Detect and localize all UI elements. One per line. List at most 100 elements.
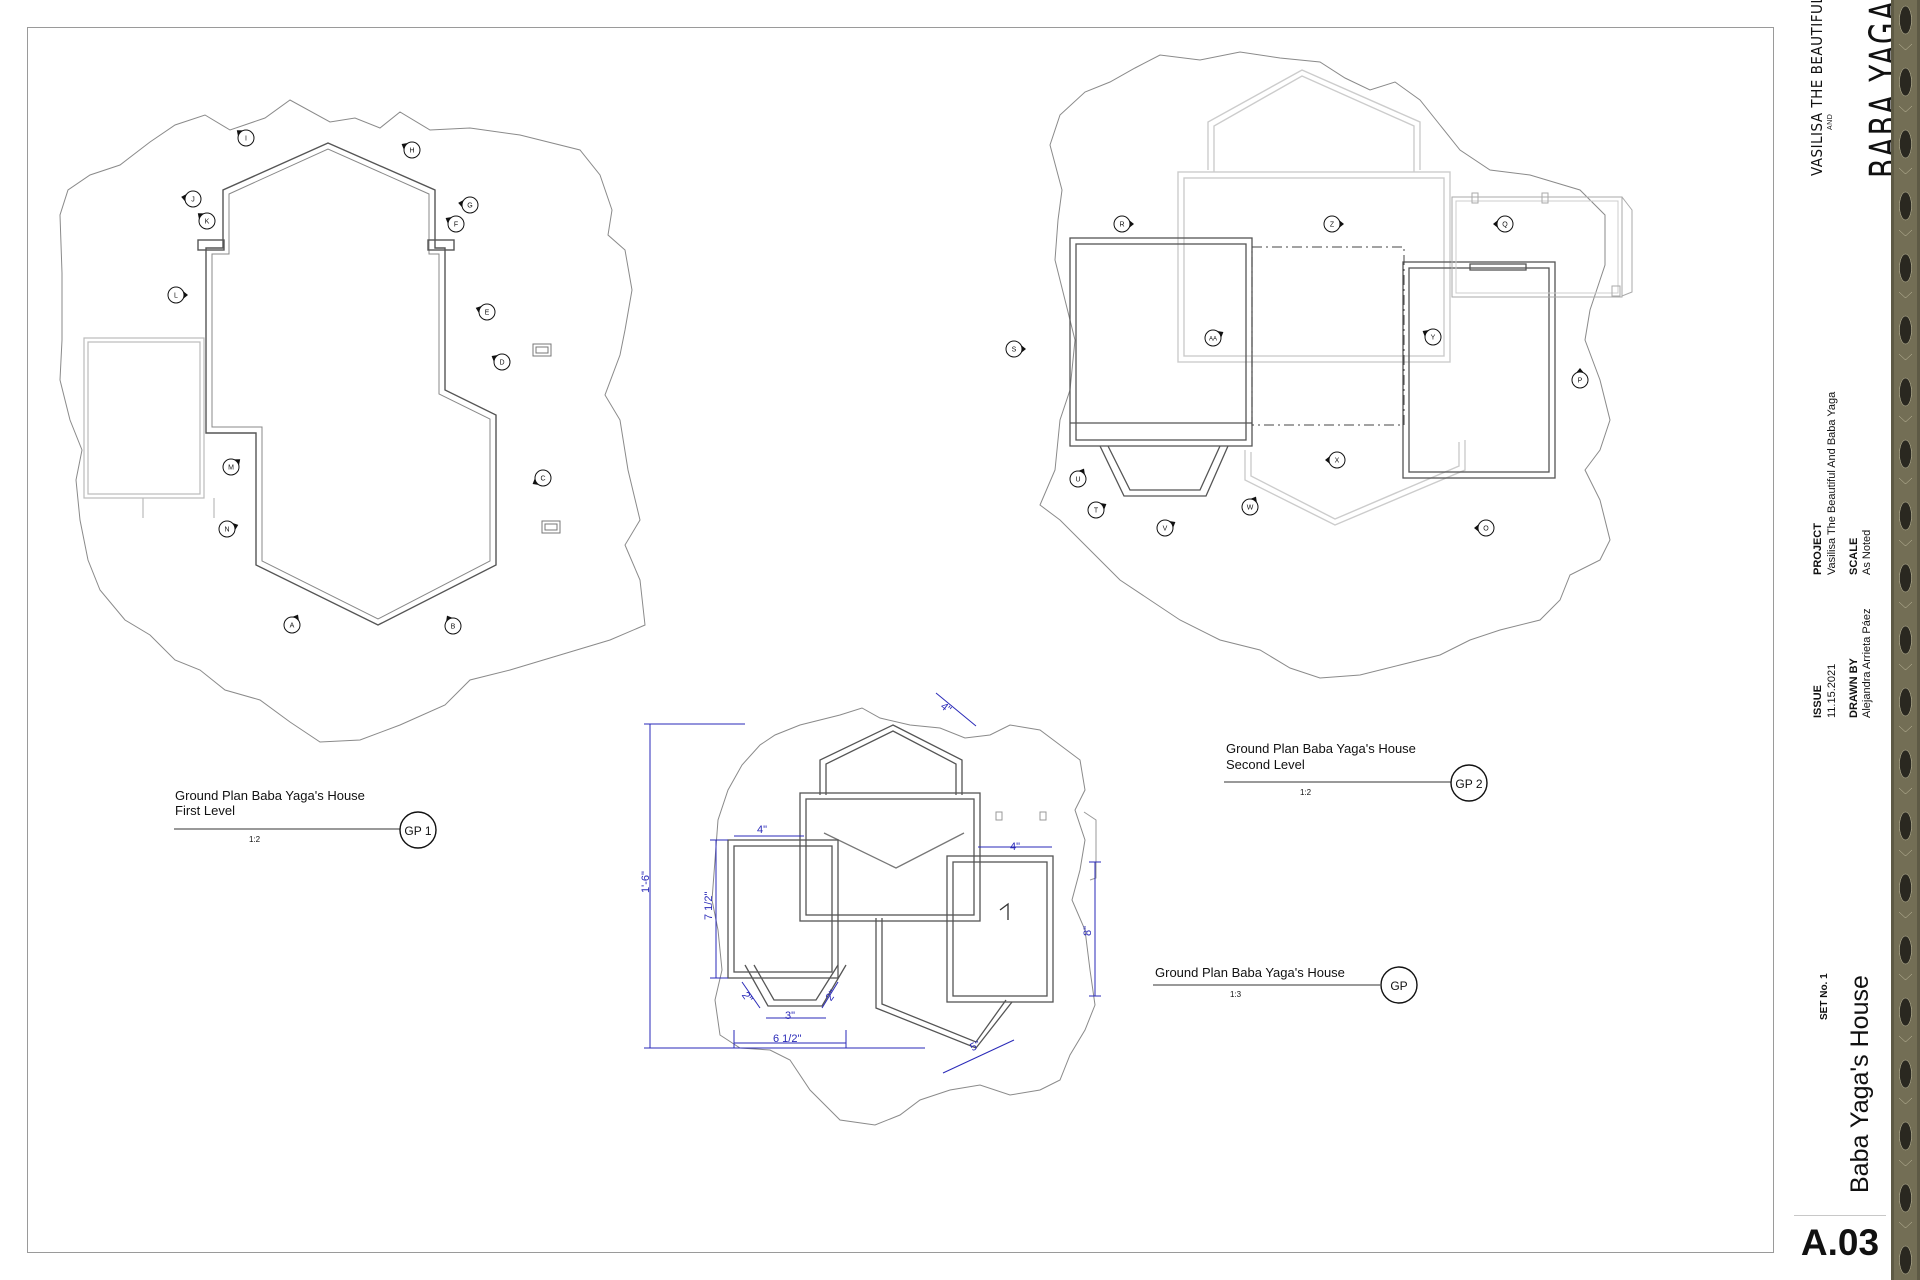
view-marker: N [218,520,239,538]
view-marker-label: E [485,310,490,317]
view-marker-label: V [1163,526,1168,533]
gp1-title-line2: First Level [175,803,235,818]
issue-label: ISSUE [1812,684,1824,718]
view-marker-label: M [228,465,234,472]
border-ornament [1898,43,1913,51]
sheet-title: Baba Yaga's House [1846,975,1874,1193]
border-ornament [1899,67,1912,97]
gp1-tag: GP 1 [404,824,431,838]
view-marker: I [236,129,255,147]
drawn-by-value: Alejandra Arrieta Páez [1861,608,1873,718]
terrain-outline-first [59,99,646,743]
border-ornament [1899,1183,1912,1213]
view-marker: W [1241,496,1259,516]
view-marker: F [445,215,465,233]
title-gp: Ground Plan Baba Yaga's House 1:3 GP [1153,965,1418,1004]
terrain-outline-combined [711,707,1096,1126]
view-marker-label: A [290,623,295,630]
gp2-title-line2: Second Level [1226,757,1305,772]
view-marker-label: H [409,148,414,155]
scale-value: As Noted [1861,529,1873,575]
logo-sub-text: VASILISA THE BEAUTIFUL [1808,0,1826,176]
view-marker-label: D [499,360,504,367]
dimension-lines [644,692,1101,1074]
view-marker-label: L [174,293,178,300]
view-markers-second: O P Q R S T U V W X Y Z AA [1005,215,1589,537]
view-marker-label: Z [1330,222,1335,229]
gp2-scale: 1:2 [1300,788,1312,797]
border-ornament [1898,663,1913,671]
view-marker-label: N [224,527,229,534]
drawing-frame [27,27,1774,1253]
border-ornament [1898,725,1913,733]
border-ornament [1898,415,1913,423]
border-ornament [1899,687,1912,717]
border-ornament [1899,873,1912,903]
view-marker: U [1069,468,1087,488]
project-value: Vasilisa The Beautiful And Baba Yaga [1826,391,1838,575]
border-ornament [1899,1245,1912,1275]
house-walls-first [197,142,497,626]
gp2-tag: GP 2 [1455,777,1482,791]
view-marker-label: W [1247,505,1254,512]
view-marker: X [1325,451,1346,469]
border-ornament [1899,1059,1912,1089]
plan-combined [711,707,1097,1126]
dim-right-height: 8" [1082,926,1094,936]
view-marker-label: T [1094,508,1099,515]
scale-label: SCALE [1848,537,1860,575]
deck-combined [995,811,1097,881]
border-ornament [1898,849,1913,857]
border-ornament [1899,129,1912,159]
plan-second-level: O P Q R S T U V W X Y Z AA [1005,51,1633,679]
gp1-title-line1: Ground Plan Baba Yaga's House [175,788,365,803]
view-marker-label: AA [1209,337,1217,343]
border-ornament [1898,973,1913,981]
view-marker-label: F [454,222,458,229]
view-marker: G [458,196,479,214]
dim-overall-height: 1'-6" [640,871,652,893]
ghost-upper-walls [1177,69,1466,526]
border-ornament [1898,1035,1913,1043]
dim-top-gable: 4" [938,700,953,716]
border-ornament [1899,253,1912,283]
house-walls-combined [727,724,1054,1049]
ornamental-border [1891,0,1920,1280]
upper-roof-outline [1251,246,1405,426]
border-ornament [1899,191,1912,221]
dim-diagonal: 5" [968,1039,983,1054]
issue-value: 11.15.2021 [1826,663,1838,718]
fixtures-first [532,343,561,534]
view-marker-label: J [191,197,195,204]
dim-bay-left: 2" [739,990,755,1005]
view-marker-label: S [1012,347,1017,354]
border-ornament [1899,315,1912,345]
dimension-labels: 4" 4" 4" 1'-6" 7 1/2" 8" 3" 2" 2" 6 1/2"… [640,700,1094,1054]
border-ornament [1898,1221,1913,1229]
view-marker-label: O [1483,526,1489,533]
view-marker: A [283,614,301,634]
border-ornament [1899,997,1912,1027]
view-marker-label: I [245,136,247,143]
border-ornament [1899,1121,1912,1151]
title-block-divider [1794,1215,1886,1216]
view-marker: O [1474,519,1495,537]
border-ornament [1899,5,1912,35]
title-gp1: Ground Plan Baba Yaga's House First Leve… [174,788,437,849]
view-marker: L [167,286,188,304]
dim-left-wing: 4" [757,824,767,836]
view-marker-label: Q [1502,222,1508,229]
view-marker: T [1087,501,1107,519]
border-ornament [1899,935,1912,965]
view-marker: R [1113,215,1134,233]
border-ornament [1899,501,1912,531]
view-marker: J [181,190,202,208]
border-ornament [1898,1159,1913,1167]
border-ornament [1899,811,1912,841]
dim-right-wing: 4" [1010,841,1020,853]
house-walls-second [1069,237,1556,497]
view-marker-label: Y [1431,335,1436,342]
view-marker: P [1571,368,1589,389]
